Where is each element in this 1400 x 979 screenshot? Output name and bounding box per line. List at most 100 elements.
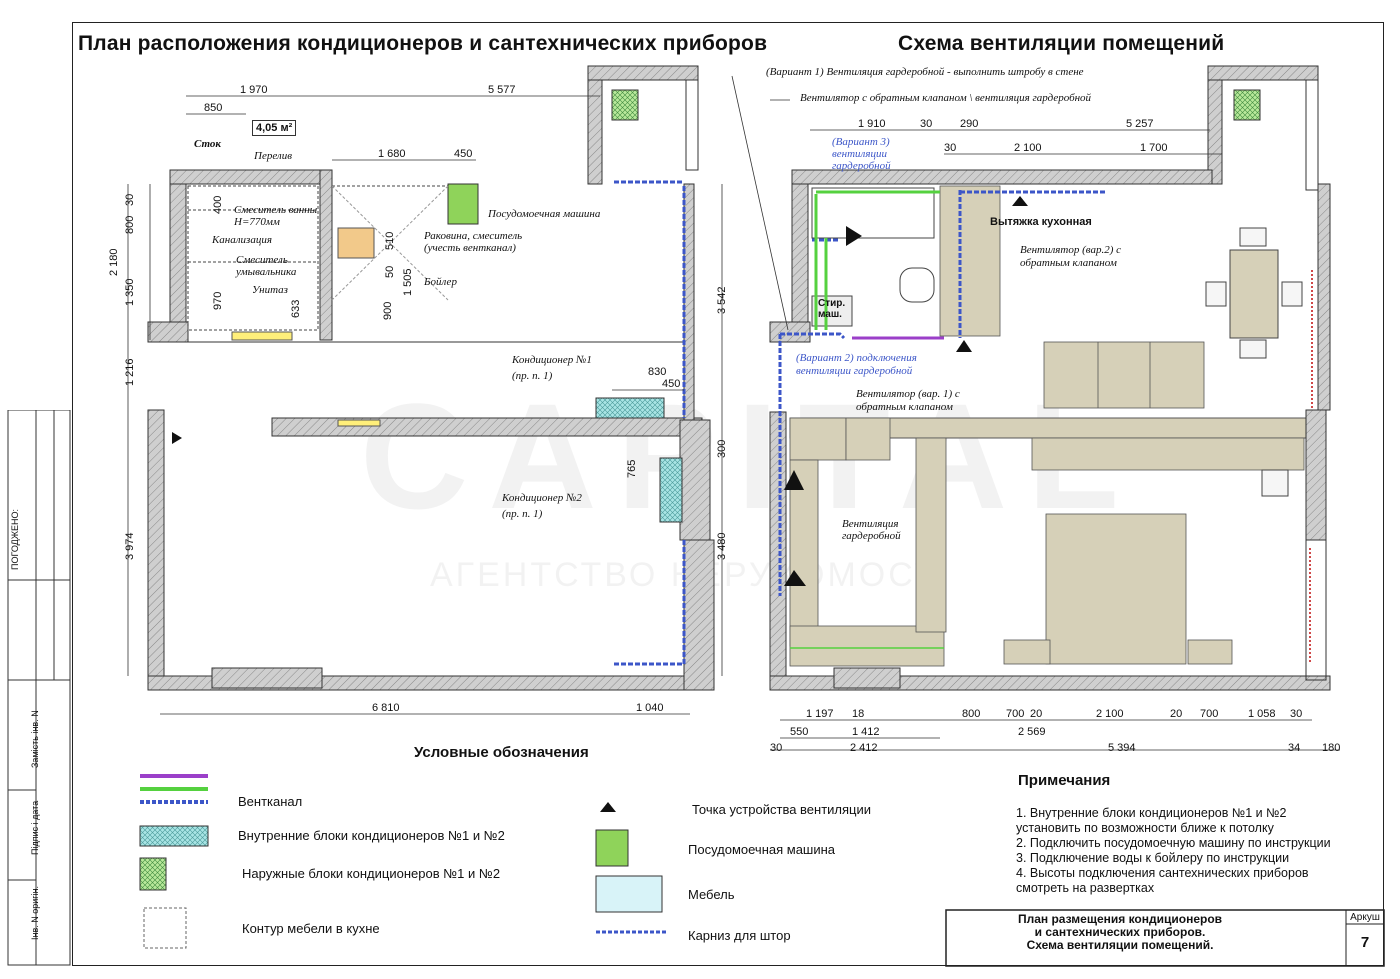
stamp-line-1: План размещения кондиционеров (1017, 912, 1223, 926)
dim-r-5257: 5 257 (1126, 118, 1154, 130)
left-plan-vents (337, 89, 686, 666)
dim-rb-180: 180 (1322, 742, 1341, 754)
legend-dishwasher-text: Посудомоечная машина (688, 842, 836, 857)
dim-970: 970 (212, 291, 224, 310)
stamp-sheet-label: Аркуш (1350, 912, 1380, 923)
legend-indoor-units: Внутренние блоки кондиционеров №1 и №2 (238, 828, 505, 843)
dim-rb-34: 34 (1288, 742, 1301, 754)
label-kitchen-sink: Раковина, смеситель (учесть вентканал) (424, 230, 523, 254)
note-line-5: 4. Высоты подключения сантехнических при… (1016, 866, 1309, 880)
legend-symbols (139, 774, 666, 949)
bath-area-badge: 4,05 м² (252, 120, 297, 136)
dim-rb-20b: 20 (1170, 708, 1183, 720)
stamp-sheet-number: 7 (1360, 934, 1370, 951)
dim-450b: 450 (662, 378, 681, 390)
dim-1680: 1 680 (378, 148, 406, 160)
dim-rb-20a: 20 (1030, 708, 1043, 720)
right-plan-bath (811, 187, 935, 327)
label-sewer: Канализация (212, 234, 272, 246)
dim-450a: 450 (454, 148, 473, 160)
legend-vent-point-text: Точка устройства вентиляции (692, 802, 872, 817)
dim-1216: 1 216 (124, 358, 136, 386)
label-variant1: (Вариант 1) Вентиляция гардеробной - вып… (766, 66, 1084, 78)
label-ac2-ref: (пр. п. 1) (502, 508, 543, 520)
label-overflow: Перелив (254, 150, 293, 162)
dim-r-30b: 30 (944, 142, 957, 154)
label-ac2: Кондиционер №2 (502, 492, 582, 504)
dim-800: 800 (124, 215, 136, 234)
note-line-2: установить по возможности ближе к потолк… (1016, 821, 1274, 835)
dim-rb-800: 800 (962, 708, 981, 720)
dim-rb-30c: 30 (770, 742, 783, 754)
dim-rb-2569: 2 569 (1018, 726, 1046, 738)
dim-rb-30: 30 (1290, 708, 1303, 720)
label-ac1-ref: (пр. п. 1) (512, 370, 553, 382)
legend-furniture (595, 875, 663, 913)
label-ac1: Кондиционер №1 (512, 354, 592, 366)
note-line-4: 3. Подключение воды к бойлеру по инструк… (1016, 851, 1290, 865)
dim-top-5577: 5 577 (488, 84, 516, 96)
dim-30: 30 (124, 193, 136, 206)
dim-50: 50 (384, 265, 396, 278)
dim-r-30a: 30 (920, 118, 933, 130)
dim-rb-1058: 1 058 (1248, 708, 1276, 720)
note-line-1: 1. Внутренние блоки кондиционеров №1 и №… (1016, 806, 1287, 820)
dim-1350: 1 350 (124, 278, 136, 306)
dim-850: 850 (204, 102, 223, 114)
legend-outdoor-unit (139, 857, 167, 891)
dim-510: 510 (384, 231, 396, 250)
dim-3542: 3 542 (716, 286, 728, 314)
dim-1505: 1 505 (402, 268, 414, 296)
dim-765: 765 (626, 459, 638, 478)
legend-kitchen-outline (143, 907, 187, 949)
label-variant3: (Вариант 3) вентиляции гардеробной (832, 136, 891, 172)
dim-900: 900 (382, 301, 394, 320)
label-fan1: Вентилятор (вар. 1) с обратным клапаном (856, 388, 960, 413)
label-drain: Сток (194, 138, 221, 150)
dim-rb-700b: 700 (1200, 708, 1219, 720)
legend-title: Условные обозначения (414, 744, 589, 761)
note-line-6: смотреть на развертках (1016, 881, 1155, 895)
label-boiler: Бойлер (424, 276, 457, 288)
dim-633: 633 (290, 299, 302, 318)
label-toilet: Унитаз (252, 284, 288, 296)
dim-bottom-1040: 1 040 (636, 702, 664, 714)
label-variant2: (Вариант 2) подключения вентиляции гарде… (796, 352, 917, 377)
legend-indoor-unit (139, 825, 209, 847)
dim-3974: 3 974 (124, 532, 136, 560)
dim-400: 400 (212, 195, 224, 214)
dim-top-1970: 1 970 (240, 84, 268, 96)
watermark-logo: CAPITAL (360, 372, 1139, 540)
legend-outdoor-units: Наружные блоки кондиционеров №1 и №2 (242, 866, 501, 881)
dim-r-1910: 1 910 (858, 118, 886, 130)
dining-table (1205, 227, 1303, 497)
legend-furniture-text: Мебель (688, 887, 735, 902)
left-plan-walls (147, 65, 715, 691)
dim-300: 300 (716, 439, 728, 458)
label-hood: Вытяжка кухонная (990, 216, 1092, 228)
right-plan-vents (778, 190, 1313, 664)
title-right: Схема вентиляции помещений (898, 32, 1225, 55)
dim-rb-1412: 1 412 (852, 726, 880, 738)
dim-rb-5394: 5 394 (1108, 742, 1136, 754)
dim-bottom-6810: 6 810 (372, 702, 400, 714)
dim-rb-18: 18 (852, 708, 865, 720)
sheet-frame (72, 22, 1384, 966)
vent-points (172, 196, 1028, 586)
dim-rb-2100: 2 100 (1096, 708, 1124, 720)
right-plan-furniture (789, 185, 1305, 667)
label-fan2: Вентилятор (вар.2) с обратным клапаном (1020, 244, 1122, 269)
label-washer: Стир. маш. (818, 298, 846, 320)
left-plan-bath (187, 185, 449, 331)
dim-2180: 2 180 (108, 248, 120, 276)
dim-rb-700a: 700 (1006, 708, 1025, 720)
stamp-line-3: Схема вентиляции помещений. (1026, 938, 1214, 952)
right-plan-dim-lines (731, 75, 1340, 751)
dim-r-1700: 1 700 (1140, 142, 1168, 154)
label-dishwasher: Посудомоечная машина (488, 208, 601, 220)
right-plan-walls (769, 65, 1331, 691)
dim-830: 830 (648, 366, 667, 378)
left-plan-dim-lines (127, 95, 723, 715)
dim-r-2100: 2 100 (1014, 142, 1042, 154)
label-wardrobe-vent: Вентиляция гардеробной (842, 518, 901, 542)
